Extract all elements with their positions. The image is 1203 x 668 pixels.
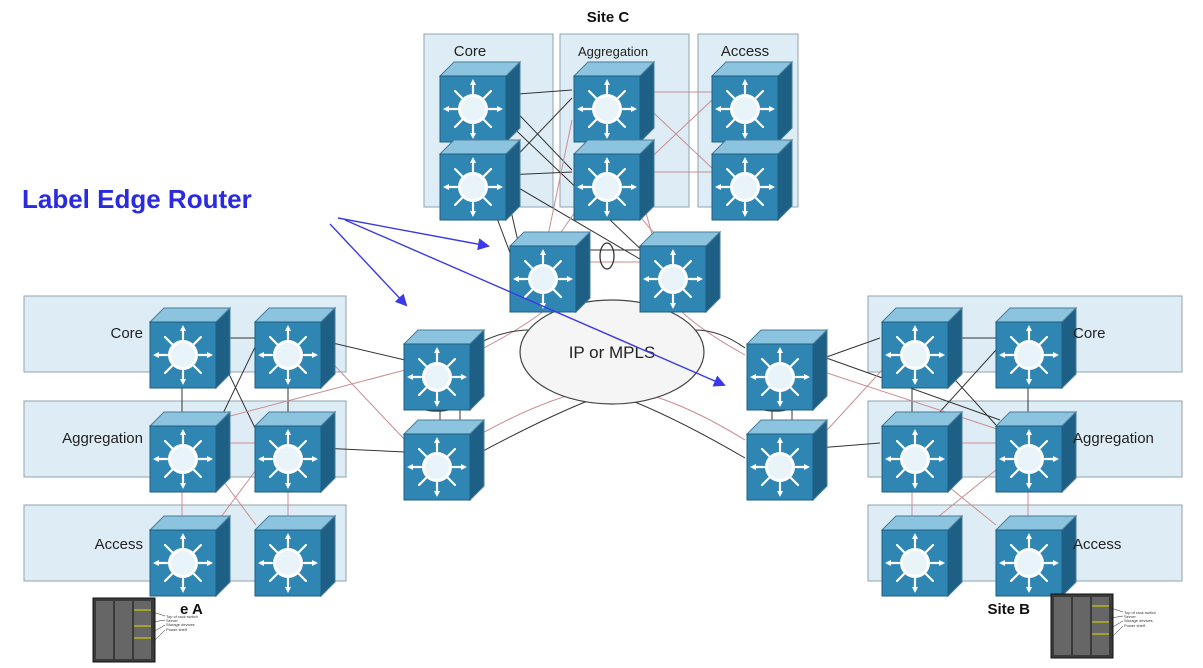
switch-icon [880, 410, 964, 494]
callout-text: Label Edge Router [22, 184, 252, 214]
switch-icon [402, 418, 486, 502]
switch-icon [710, 138, 794, 222]
switch-icon [148, 306, 232, 390]
switch-icon [710, 60, 794, 144]
svg-text:Storage devices: Storage devices [1124, 618, 1153, 623]
site-a-aggregation-label: Aggregation [62, 430, 143, 447]
switch-icon [148, 514, 232, 598]
svg-text:Server: Server [166, 618, 178, 623]
switch-icon [402, 328, 486, 412]
switch-icon [508, 230, 592, 314]
site-c-aggregation-label: Aggregation [578, 44, 648, 59]
svg-text:Top of rack switch: Top of rack switch [1124, 610, 1156, 615]
site-c-title: Site C [587, 9, 630, 26]
switch-icon [438, 138, 522, 222]
server-rack-icon: Top of rack switch Server Storage device… [92, 593, 1156, 663]
switch-icon [745, 418, 829, 502]
label-edge-router-callout: Label Edge Router [22, 184, 726, 387]
switch-icon [253, 410, 337, 494]
svg-text:Power shelf: Power shelf [166, 627, 188, 632]
ip-mpls-cloud: IP or MPLS [519, 299, 705, 405]
svg-text:Server: Server [1124, 614, 1136, 619]
site-b-core-label: Core [1073, 325, 1106, 342]
svg-text:Power shelf: Power shelf [1124, 623, 1146, 628]
labels: Site C Core Aggregation Access Core Aggr… [62, 9, 1154, 618]
switch-icon [638, 230, 722, 314]
svg-text:Storage devices: Storage devices [166, 622, 195, 627]
cloud-label: IP or MPLS [569, 343, 656, 362]
svg-text:Top of rack switch: Top of rack switch [166, 614, 198, 619]
switch-icon [745, 328, 829, 412]
site-a-access-label: Access [95, 536, 143, 553]
site-a-core-label: Core [110, 325, 143, 342]
switch-icon [880, 514, 964, 598]
site-a-title: e A [180, 601, 203, 618]
switch-icon [572, 60, 656, 144]
site-b-aggregation-label: Aggregation [1073, 430, 1154, 447]
switch-icon [994, 514, 1078, 598]
switch-icon [253, 514, 337, 598]
switch-icon [253, 306, 337, 390]
switch-icon [148, 410, 232, 494]
site-c-core-label: Core [454, 43, 487, 60]
switch-icon [994, 410, 1078, 494]
site-c-access-label: Access [721, 43, 769, 60]
switch-icon [880, 306, 964, 390]
switch-icon [994, 306, 1078, 390]
switch-icon [572, 138, 656, 222]
site-b-title: Site B [987, 601, 1030, 618]
switch-icon [438, 60, 522, 144]
site-b-access-label: Access [1073, 536, 1121, 553]
